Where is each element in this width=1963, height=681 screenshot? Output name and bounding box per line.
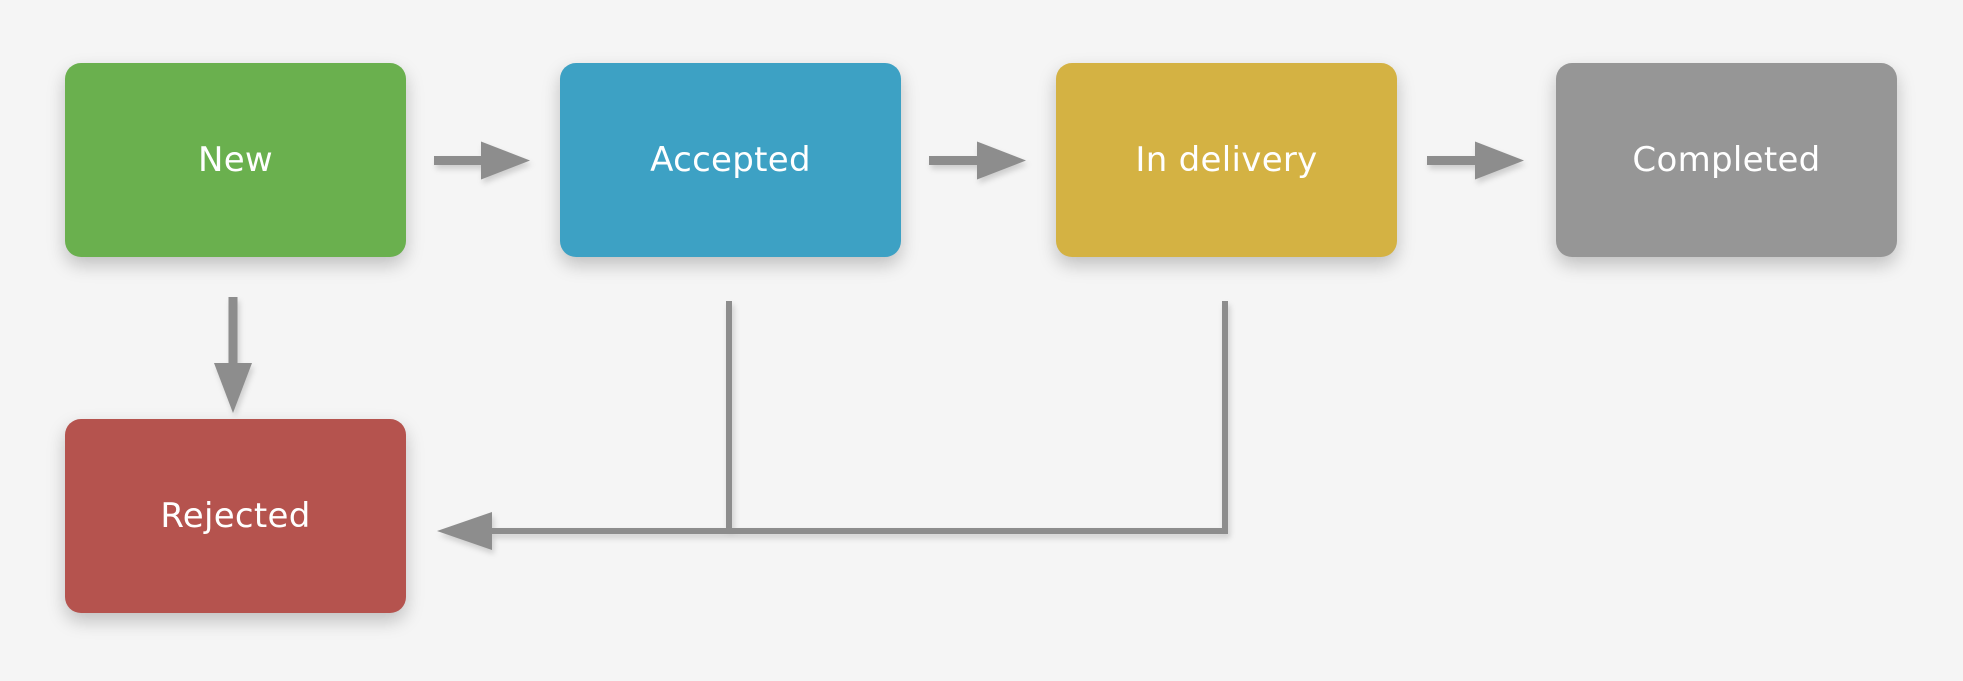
node-in-delivery-label: In delivery xyxy=(1135,140,1318,180)
node-new: New xyxy=(65,63,406,257)
node-accepted-label: Accepted xyxy=(650,140,811,180)
arrow-in-delivery-to-completed xyxy=(1427,141,1524,180)
arrow-new-to-rejected xyxy=(214,297,252,413)
node-completed: Completed xyxy=(1556,63,1897,257)
node-completed-label: Completed xyxy=(1632,140,1821,180)
connector-in-delivery-to-rejected xyxy=(437,301,1228,550)
arrowhead-to-rejected xyxy=(437,512,492,550)
node-rejected-label: Rejected xyxy=(160,496,311,536)
node-rejected: Rejected xyxy=(65,419,406,613)
node-accepted: Accepted xyxy=(560,63,901,257)
arrow-new-to-accepted xyxy=(434,141,530,180)
arrow-accepted-to-in-delivery xyxy=(929,141,1026,180)
node-in-delivery: In delivery xyxy=(1056,63,1397,257)
node-new-label: New xyxy=(197,140,274,180)
